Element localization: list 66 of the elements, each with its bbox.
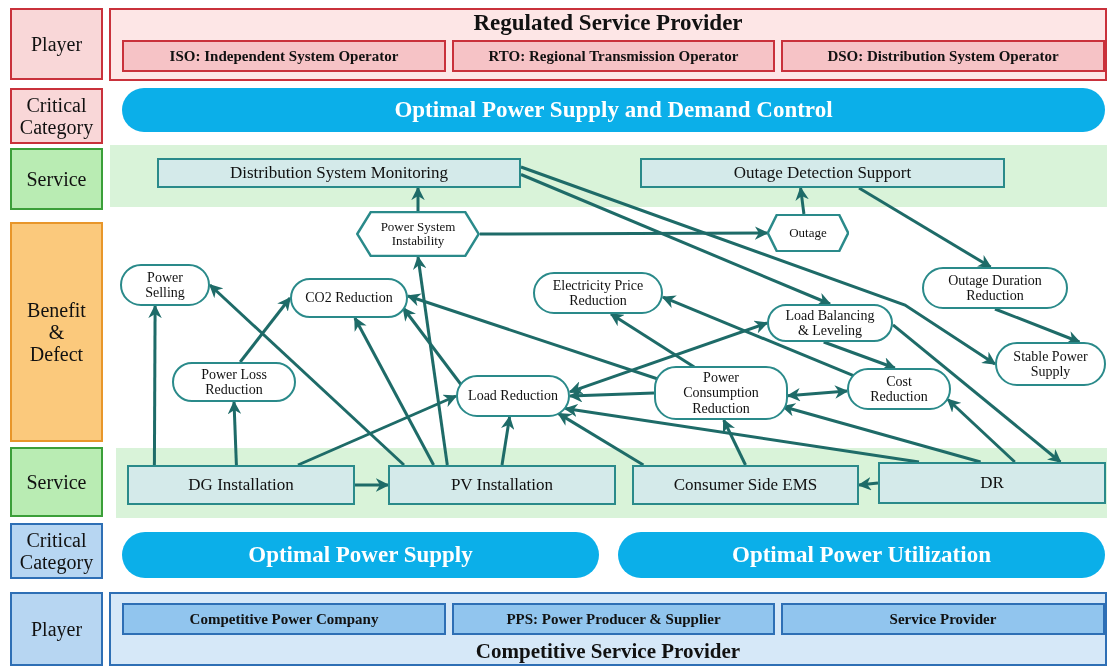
row-header: Critical Category [10,88,103,144]
row-header: Player [10,8,103,80]
arrow [994,307,1081,344]
benefit-node: Power Loss Reduction [172,362,296,402]
benefit-node: Load Reduction [456,375,570,417]
arrow [480,226,769,240]
service-box: DG Installation [127,465,355,505]
row-header: Service [10,447,103,517]
arrow [355,478,390,492]
arrow [520,173,832,306]
row-header: Service [10,148,103,210]
row-header: Critical Category [10,523,103,579]
service-box: Distribution System Monitoring [157,158,521,188]
arrow [239,296,292,363]
provider-box: PPS: Power Producer & Supplier [452,603,775,635]
provider-box: Competitive Power Company [122,603,446,635]
arrow [209,283,405,467]
arrow [795,186,809,215]
benefit-node: Load Balancing & Leveling [767,304,893,342]
benefit-node: Outage Duration Reduction [922,267,1068,309]
provider-panel [109,592,1107,666]
service-box: DR [878,462,1106,504]
operator-box: ISO: Independent System Operator [122,40,446,72]
panel-title: Competitive Service Provider [474,639,742,663]
arrow [411,186,425,211]
service-box: PV Installation [388,465,616,505]
arrow [413,255,449,466]
hexagon-node: Power System Instability [356,211,480,257]
arrow [568,320,769,395]
row-header: Benefit & Defect [10,222,103,442]
arrow [402,306,463,387]
arrow [564,403,920,464]
service-box: Consumer Side EMS [632,465,859,505]
arrow [823,340,897,371]
hexagon-node: Outage [767,214,849,252]
arrow [297,394,458,467]
panel-title: Regulated Service Provider [472,10,744,36]
arrow [557,412,645,467]
category-banner: Optimal Power Supply and Demand Control [122,88,1105,132]
benefit-node: Cost Reduction [847,368,951,410]
arrow [946,398,1016,464]
operator-box: DSO: Distribution System Operator [781,40,1105,72]
arrow [353,316,435,466]
arrow [568,388,655,403]
arrow [722,418,747,466]
arrow [858,186,992,269]
arrow [500,415,515,466]
row-header: Player [10,592,103,666]
arrow [609,312,695,369]
benefit-node: CO2 Reduction [290,278,408,318]
benefit-node: Electricity Price Reduction [533,272,663,314]
arrow [892,323,1062,464]
arrow [148,304,162,465]
provider-box: Service Provider [781,603,1105,635]
benefit-node: Stable Power Supply [995,342,1106,386]
benefit-node: Power Selling [120,264,210,306]
category-banner: Optimal Power Supply [122,532,599,578]
arrow [520,165,997,366]
operator-box: RTO: Regional Transmission Operator [452,40,775,72]
arrow [786,385,849,402]
arrow [227,400,242,466]
provider-panel [109,8,1107,81]
category-banner: Optimal Power Utilization [618,532,1105,578]
benefit-node: Power Consumption Reduction [654,366,788,420]
service-box: Outage Detection Support [640,158,1005,188]
arrow [857,477,879,491]
